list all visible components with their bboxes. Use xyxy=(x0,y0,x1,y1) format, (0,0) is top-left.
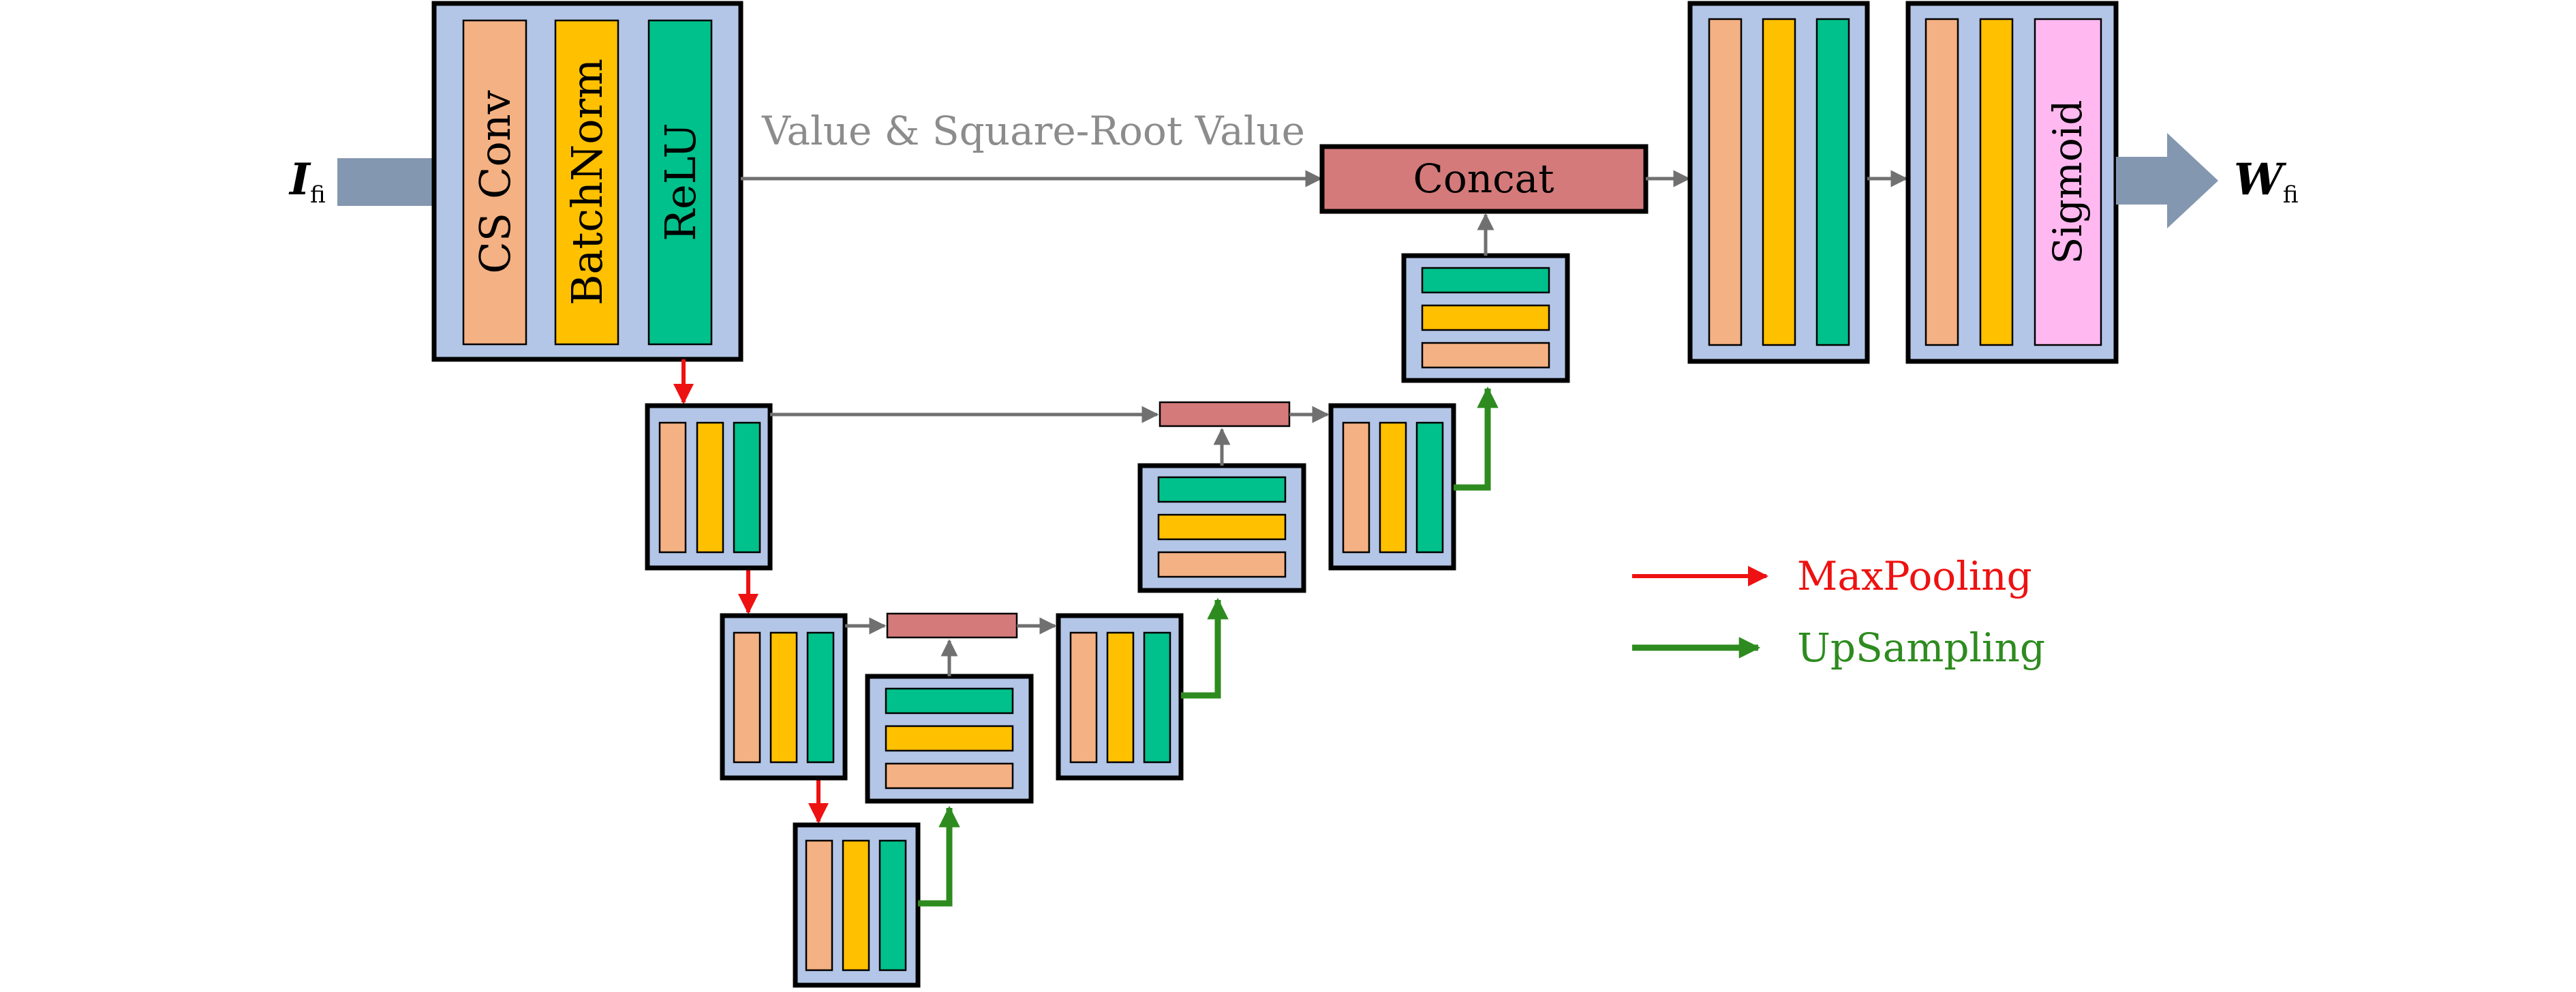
sigmoid-block: Sigmoid xyxy=(1905,1,2119,364)
input-label: Ifi xyxy=(288,154,326,209)
cs-conv-layer xyxy=(462,19,527,346)
upsample-block-0 xyxy=(1401,253,1570,383)
first-conv-block: CS Conv BatchNorm ReLU xyxy=(431,1,743,362)
legend-upsampling-label: UpSampling xyxy=(1797,625,2045,671)
upsample-arrow-3 xyxy=(1454,386,1499,491)
post-concat-block xyxy=(1687,1,1870,364)
input-arrow xyxy=(337,158,436,206)
decoder-block-1 xyxy=(1328,403,1456,571)
encoder-block-1 xyxy=(645,403,773,571)
legend-maxpooling-label: MaxPooling xyxy=(1797,553,2032,599)
cs-conv-label: CS Conv xyxy=(470,90,520,273)
decoder-block-2 xyxy=(1056,613,1184,781)
upsample-block-2 xyxy=(865,674,1034,804)
skip-label: Value & Square-Root Value xyxy=(761,108,1305,154)
legend: MaxPooling UpSampling xyxy=(1632,553,2045,671)
batchnorm-layer xyxy=(554,19,619,346)
output-label: Wfi xyxy=(2234,154,2299,209)
level1-concat xyxy=(1159,401,1291,427)
upsample-arrow-1 xyxy=(918,805,960,907)
concat-label: Concat xyxy=(1413,155,1554,202)
upsample-arrow-2 xyxy=(1181,597,1229,699)
upsample-block-1 xyxy=(1137,463,1306,593)
sigmoid-label: Sigmoid xyxy=(2044,100,2091,264)
relu-layer xyxy=(647,19,713,346)
level2-concat xyxy=(886,612,1018,639)
bottleneck-block xyxy=(793,822,921,988)
output-arrow xyxy=(2116,133,2218,228)
relu-label: ReLU xyxy=(656,123,705,241)
batchnorm-label: BatchNorm xyxy=(562,59,612,305)
encoder-block-2 xyxy=(720,613,848,781)
